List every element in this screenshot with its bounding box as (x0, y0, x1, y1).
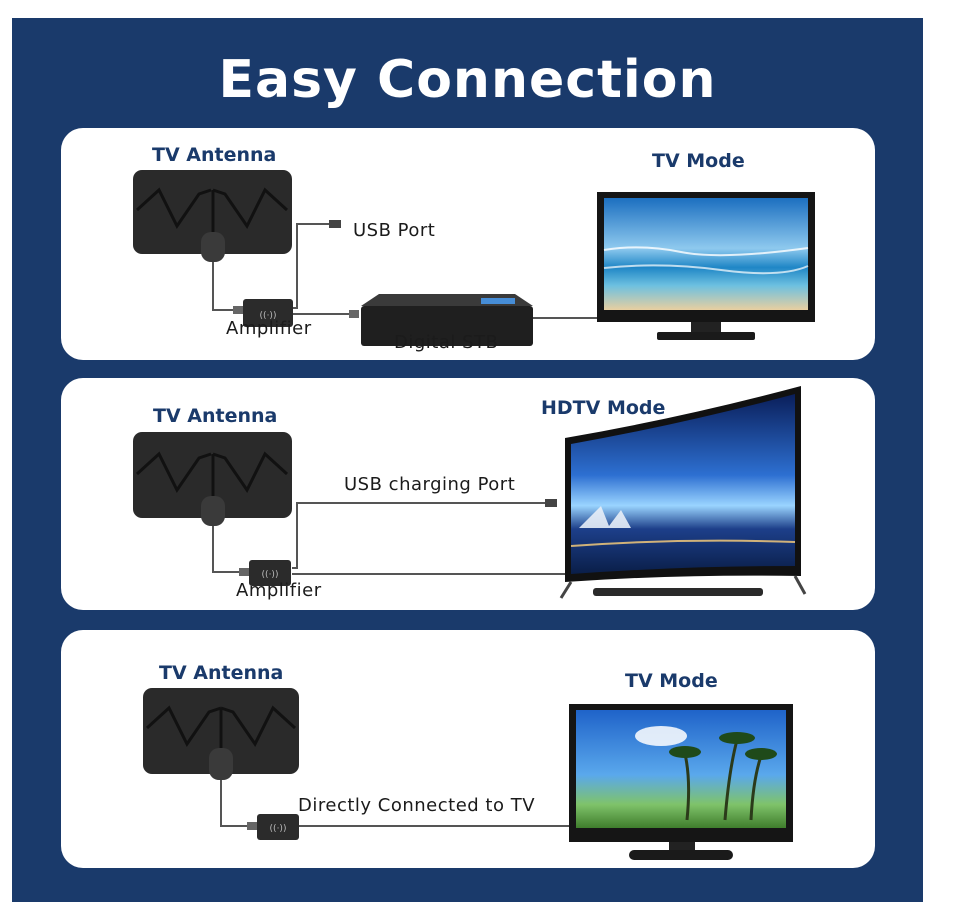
amplifier-icon: ((·)) (239, 560, 291, 586)
stb-label: Digital STB (394, 332, 499, 353)
antenna-icon (143, 688, 299, 780)
panel-2-diagram: ((·)) (133, 386, 807, 599)
hdtv-icon (559, 386, 807, 599)
usb-charging-port-label: USB charging Port (344, 474, 516, 495)
svg-text:((·)): ((·)) (260, 311, 277, 321)
antenna-label: TV Antenna (152, 144, 277, 166)
panel-1-diagram: ((·)) (133, 170, 815, 346)
svg-text:((·)): ((·)) (270, 824, 287, 834)
tv-icon (569, 704, 793, 860)
set-top-box-icon (349, 294, 533, 346)
antenna-icon (133, 170, 292, 262)
page-title: Easy Connection (218, 50, 717, 110)
amplifier-icon: ((·)) (233, 299, 293, 327)
connection-panel-direct: ((·)) TV Antenna (61, 630, 875, 868)
usb-port-label: USB Port (353, 220, 436, 241)
panel-3-diagram: ((·)) (143, 688, 793, 860)
tv-icon (597, 192, 815, 340)
connection-panel-hdtv: ((·)) TV Antenna HDTV Mode USB charging … (61, 378, 875, 610)
svg-text:((·)): ((·)) (262, 570, 279, 580)
amplifier-icon: ((·)) (247, 814, 299, 840)
connection-panel-stb: ((·)) TV Antenna TV Mode USB Port Amplif (61, 128, 875, 360)
mode-label: TV Mode (625, 670, 718, 692)
mode-label: TV Mode (652, 150, 745, 172)
antenna-label: TV Antenna (153, 405, 278, 427)
direct-connection-label: Directly Connected to TV (298, 795, 536, 816)
mode-label: HDTV Mode (541, 397, 666, 419)
amplifier-label: Amplifier (226, 318, 312, 339)
amplifier-label: Amplifier (236, 580, 322, 601)
antenna-label: TV Antenna (159, 662, 284, 684)
background-frame: Easy Connection (12, 18, 923, 902)
antenna-icon (133, 432, 292, 526)
